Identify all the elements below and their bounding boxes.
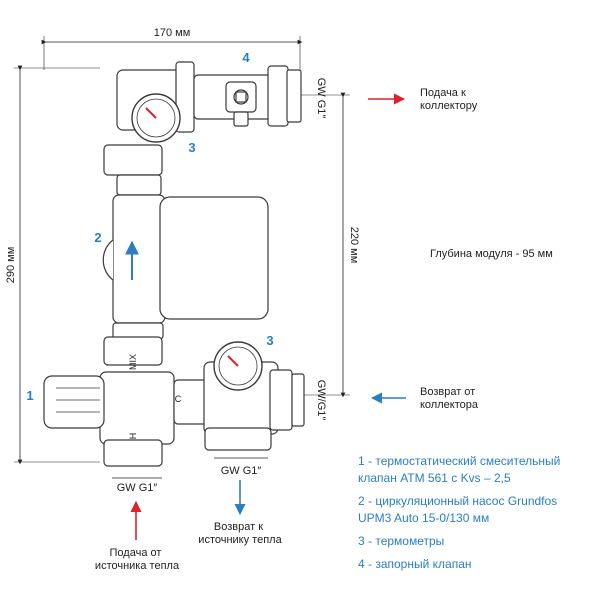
- label-return-collector-line2: коллектора: [420, 399, 479, 411]
- label-supply-collector: Подача к коллектору: [420, 87, 478, 112]
- connection-bottom-right: GW G1″: [221, 465, 262, 477]
- connection-bottom-left: GW G1″: [117, 482, 158, 494]
- label-supply-source: Подача от источника тепла: [95, 547, 180, 572]
- width-label: 170 мм: [154, 27, 191, 39]
- dimension-height-pump: 220 мм: [300, 92, 360, 398]
- callout-4: 4: [242, 50, 250, 65]
- height-pump-label: 220 мм: [348, 227, 360, 264]
- callout-3-bottom: 3: [266, 333, 273, 348]
- legend-item-2: 2 - циркуляционный насос Grundfos UPM3 A…: [358, 494, 558, 525]
- label-supply-collector-line1: Подача к: [420, 87, 466, 99]
- legend-item-4: 4 - запорный клапан: [358, 557, 472, 571]
- mixing-valve: [43, 361, 305, 467]
- label-return-source: Возврат к источнику тепла: [198, 521, 282, 546]
- label-supply-source-line1: Подача от: [110, 547, 162, 559]
- label-return-collector: Возврат от коллектора: [420, 386, 479, 411]
- callout-2: 2: [94, 230, 101, 245]
- valve-mix-label: MIX: [128, 354, 138, 370]
- depth-note: Глубина модуля - 95 мм: [430, 248, 553, 260]
- label-return-source-line2: источнику тепла: [198, 534, 282, 546]
- valve-c-label: C: [175, 394, 182, 404]
- thermometer-top: [131, 93, 181, 143]
- label-supply-source-line2: источника тепла: [95, 560, 180, 572]
- dimension-height-total: 290 мм: [5, 65, 100, 465]
- label-return-collector-line1: Возврат от: [420, 386, 475, 398]
- valve-h-label: H: [128, 433, 138, 440]
- callout-3-top: 3: [188, 140, 195, 155]
- thermometer-bottom: [213, 341, 263, 391]
- label-return-source-line1: Возврат к: [214, 521, 263, 533]
- dimension-width: 170 мм: [41, 27, 303, 70]
- height-total-label: 290 мм: [5, 247, 17, 284]
- pump-column: [102, 61, 302, 366]
- connection-right-bottom: GW/G1″: [315, 380, 327, 421]
- connection-right-top: GW G1″: [315, 78, 327, 119]
- legend-item-3: 3 - термометры: [358, 534, 445, 548]
- legend: 1 - термостатический смесительный клапан…: [358, 453, 593, 579]
- label-supply-collector-line2: коллектору: [420, 100, 478, 112]
- callout-1: 1: [26, 388, 33, 403]
- legend-item-1: 1 - термостатический смесительный клапан…: [358, 454, 561, 485]
- valve-knob-lines: [56, 387, 100, 413]
